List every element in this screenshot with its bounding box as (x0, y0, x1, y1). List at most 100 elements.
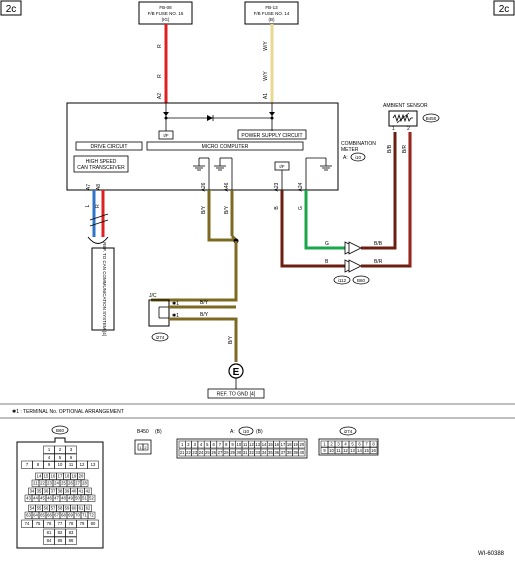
i10-pin-5: 5 (206, 442, 209, 447)
b60-pin-21: 21 (33, 481, 38, 486)
b450-suffix: (B) (155, 429, 162, 435)
b60-pin-17: 17 (58, 474, 63, 479)
junction-dot-a2 (164, 116, 168, 120)
i10-pin-19: 19 (293, 442, 298, 447)
wire-label-sensor-bb: B/B (374, 241, 383, 247)
wire-label-ground: B/Y (228, 335, 234, 344)
b60-pin-83: 83 (69, 530, 74, 535)
wire-brown-sensor-bb (361, 132, 397, 250)
b60-pin-38: 38 (58, 489, 63, 494)
page-tag-left-box (0, 0, 22, 16)
inline-connector-code-1: i112 (338, 278, 347, 283)
b60-pin-72: 72 (89, 513, 94, 518)
b60-pin-14: 14 (37, 474, 42, 479)
wire-label-a23: B (274, 206, 280, 210)
wire-olive-a26 (207, 190, 236, 242)
i10-pin-6: 6 (212, 442, 215, 447)
b60-pin-86: 86 (69, 538, 74, 543)
i274-pin-7: 7 (365, 441, 368, 446)
b60-pin-69: 69 (68, 513, 73, 518)
i274-pin-4: 4 (344, 441, 347, 446)
b60-pin-16: 16 (51, 474, 56, 479)
b60-pin-62-cell (84, 504, 92, 512)
b60-pin-25: 25 (61, 481, 66, 486)
b60-pin-13-cell (87, 460, 99, 469)
b60-pin-47: 47 (54, 496, 59, 501)
ambient-sensor-label: AMBIENT SENSOR (383, 103, 428, 109)
footnote: ✱1 : TERMINAL No. OPTIONAL ARRANGEMENT (12, 409, 124, 415)
b60-pin-68: 68 (61, 513, 66, 518)
jc-label: J/C (149, 293, 157, 299)
i10-pin-11: 11 (243, 442, 248, 447)
drive-circuit-label: DRIVE CIRCUIT (91, 144, 128, 150)
b60-pin-13: 13 (91, 462, 96, 467)
b60-pin-7: 7 (26, 462, 29, 467)
i10-pin-13: 13 (255, 442, 260, 447)
wire-green-a24 (304, 190, 345, 250)
b60-pin-10: 10 (58, 462, 63, 467)
ambient-sensor-box (388, 110, 418, 127)
i274-pin-2: 2 (330, 441, 333, 446)
b60-pin-35: 35 (37, 489, 42, 494)
i10-pin-15: 15 (268, 442, 273, 447)
wire-label-sensor-b: B (325, 259, 329, 265)
micro-computer-box (146, 141, 304, 151)
b60-pin-52: 52 (89, 496, 94, 501)
meter-label-line2: METER (341, 147, 359, 153)
meter-arrow-a1 (269, 112, 275, 116)
sensor-pin-2: 2 (407, 126, 410, 132)
combination-meter-box (66, 102, 339, 191)
b60-pin-43: 43 (26, 496, 31, 501)
fuse-14-line2: F/B FUSE NO. 14 (254, 11, 290, 16)
i274-title-oval (339, 426, 357, 436)
meter-connector-oval (350, 152, 366, 162)
b60-pin-11: 11 (69, 462, 74, 467)
power-supply-box (237, 129, 307, 140)
b60-pin-4: 4 (48, 455, 51, 460)
i10-pin-35: 35 (268, 450, 273, 455)
b60-pin-2: 2 (59, 447, 62, 452)
page-tag-right: 2c (499, 4, 510, 15)
b60-pin-59: 59 (65, 506, 70, 511)
b60-pin-51: 51 (82, 496, 87, 501)
i10-pin-9: 9 (231, 442, 234, 447)
b60-pin-27: 27 (75, 481, 80, 486)
b60-pin-20: 20 (79, 474, 84, 479)
fuse-14-line1: FB-13 (265, 5, 278, 10)
b60-pin-84: 84 (47, 538, 52, 543)
wire-label-a26: B/Y (201, 205, 207, 214)
ambient-sensor-connector-oval (422, 113, 440, 123)
inline-connector-2-right (348, 259, 362, 273)
wire-label-jc-top: B/Y (200, 300, 209, 306)
i10-pin-16: 16 (274, 442, 279, 447)
ip-box-1 (158, 130, 174, 140)
inline-connector-oval-1 (333, 275, 351, 285)
internal-ground-3 (320, 158, 332, 171)
i274-pin-1: 1 (323, 441, 326, 446)
b60-pin-24: 24 (54, 481, 59, 486)
inline-connector-oval-2 (352, 275, 370, 285)
wire-label-pin2: B/R (402, 144, 408, 153)
wire-label-wy-2: W/Y (263, 71, 269, 81)
jc-connector-oval (151, 332, 169, 342)
b60-pin-82: 82 (58, 530, 63, 535)
wire-label-wy-1: W/Y (263, 41, 269, 51)
page-tag-left: 2c (6, 4, 17, 15)
b60-pin-79: 79 (80, 521, 85, 526)
b60-pin-5: 5 (59, 455, 62, 460)
i10-pin-27: 27 (218, 450, 223, 455)
i274-pin-5: 5 (351, 441, 354, 446)
pin-a7: A7 (86, 184, 92, 190)
b60-pin-37: 37 (51, 489, 56, 494)
can-ref-box (91, 247, 115, 331)
pin-a46: A46 (224, 182, 230, 191)
i10-pin-37: 37 (281, 450, 286, 455)
i10-pin-34: 34 (262, 450, 267, 455)
i10-pin-1: 1 (181, 442, 184, 447)
wire-label-can-r: R (95, 204, 101, 208)
micro-computer-label: MICRO COMPUTER (202, 144, 249, 150)
b60-pin-42: 42 (86, 489, 91, 494)
wire-label-a46: B/Y (224, 205, 230, 214)
i10-pin-36: 36 (274, 450, 279, 455)
